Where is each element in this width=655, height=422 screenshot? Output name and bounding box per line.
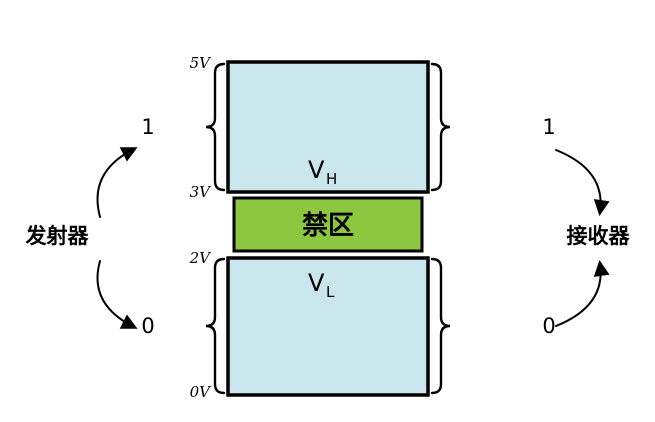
high-level-symbol: V <box>308 156 325 184</box>
transmitter-label: 发射器 <box>25 224 90 248</box>
transmitter-one-label: 1 <box>141 115 154 139</box>
high-level-subscript: H <box>326 170 337 188</box>
voltage-max-label: 5V <box>190 54 213 72</box>
low-level-symbol: V <box>308 269 325 297</box>
arrow-transmitter-to-one <box>96 147 138 218</box>
forbidden-region <box>232 196 424 253</box>
left-high-brace <box>205 62 226 192</box>
receiver-one-label: 1 <box>542 115 555 139</box>
low-level-subscript: L <box>326 283 335 301</box>
receiver-zero-label: 0 <box>542 314 555 338</box>
left-low-brace <box>205 257 226 395</box>
right-high-brace <box>430 62 451 192</box>
low-level-region <box>226 256 430 397</box>
high-level-region <box>226 60 430 194</box>
voltage-vih-label: 3V <box>190 183 213 201</box>
arrow-zero-to-receiver <box>555 260 610 327</box>
arrow-one-to-receiver <box>555 149 610 216</box>
transmitter-zero-label: 0 <box>141 314 154 338</box>
forbidden-zone-label: 禁区 <box>302 211 354 241</box>
right-low-brace <box>430 257 451 395</box>
voltage-min-label: 0V <box>190 383 213 401</box>
arrow-transmitter-to-zero <box>96 260 138 329</box>
receiver-label: 接收器 <box>567 224 631 248</box>
voltage-vil-label: 2V <box>189 249 213 267</box>
